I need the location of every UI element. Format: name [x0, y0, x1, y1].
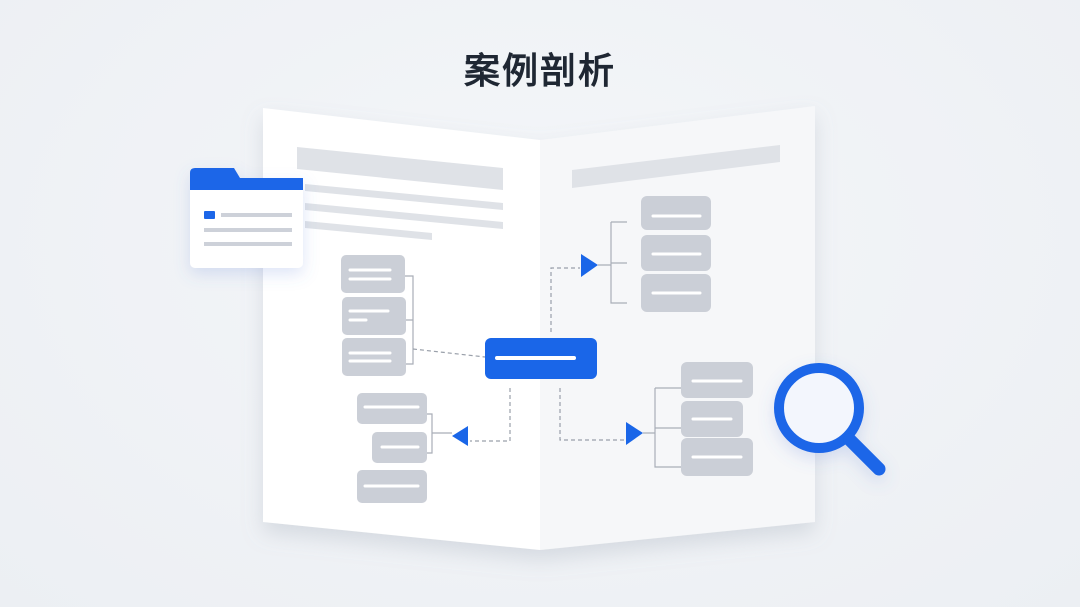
- page-title: 案例剖析: [463, 51, 616, 92]
- left-node-group: [341, 255, 427, 503]
- right-bottom-node-text: [691, 379, 743, 459]
- flow-arrow-icon: [626, 422, 643, 445]
- dashed-flow-lines: [412, 267, 625, 442]
- central-node: [485, 338, 597, 379]
- right-page-header-line: [572, 145, 780, 188]
- magnifier-icon: [774, 363, 886, 476]
- connector-lines: [405, 221, 681, 468]
- folder-document-icon: [190, 168, 303, 268]
- right-top-node-text: [651, 214, 702, 295]
- left-node-text: [348, 268, 420, 488]
- flow-arrow-icon: [581, 254, 598, 277]
- flow-arrow-icon: [452, 426, 468, 446]
- left-page-text-lines: [297, 147, 503, 240]
